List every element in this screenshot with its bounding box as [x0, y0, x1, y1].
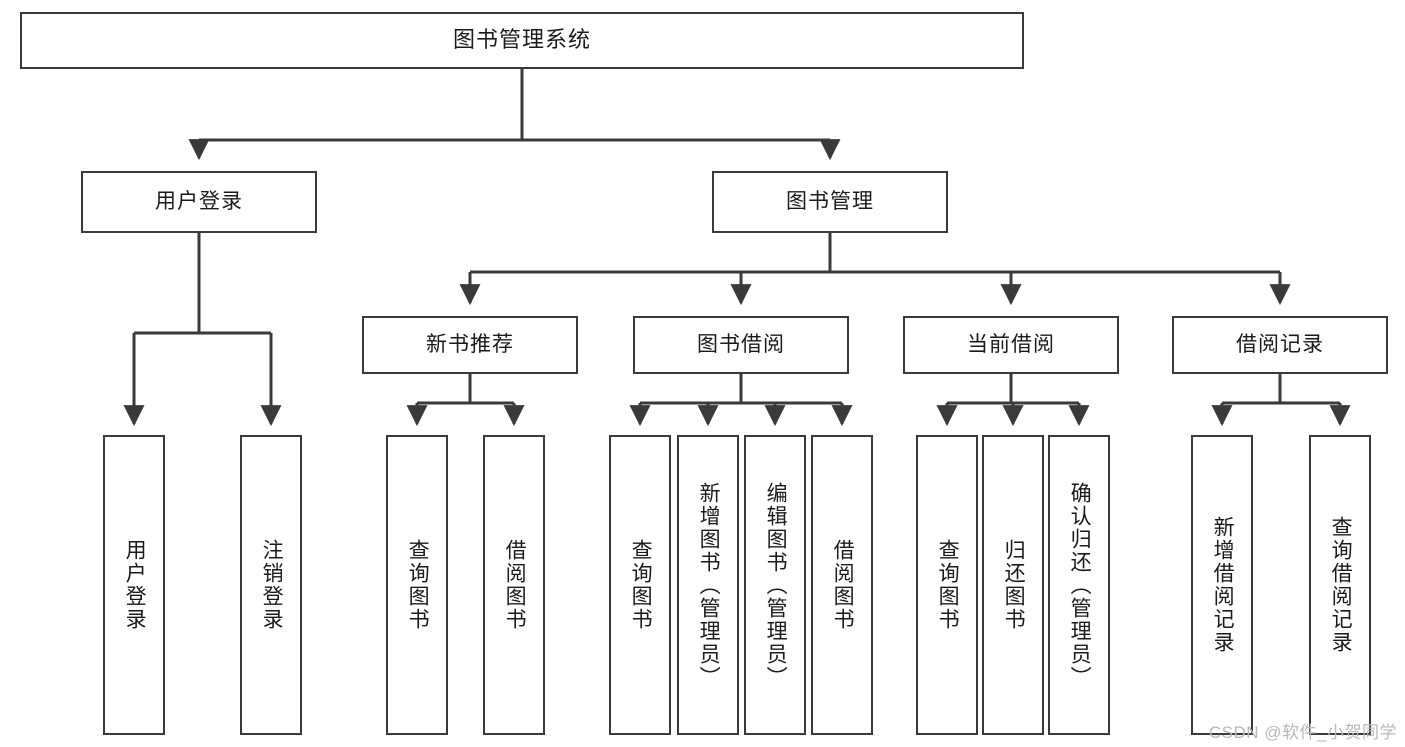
node-leaf-add-book[interactable]: 新增图书（管理员） [677, 435, 739, 735]
node-leaf-query-book-2[interactable]: 查询图书 [609, 435, 671, 735]
node-book-borrow-label: 图书借阅 [697, 333, 785, 357]
node-leaf-borrow-book-1-label: 借阅图书 [503, 539, 527, 631]
node-leaf-query-book-3[interactable]: 查询图书 [916, 435, 978, 735]
node-leaf-user-login-label: 用户登录 [123, 539, 147, 631]
node-borrow-record-label: 借阅记录 [1236, 333, 1324, 357]
watermark: CSDN @软件_小贺同学 [1208, 723, 1397, 742]
node-leaf-edit-book[interactable]: 编辑图书（管理员） [744, 435, 806, 735]
node-root-label: 图书管理系统 [452, 27, 591, 53]
node-leaf-query-book-3-label: 查询图书 [936, 539, 960, 631]
node-book-borrow[interactable]: 图书借阅 [633, 316, 849, 374]
node-leaf-query-book-1-label: 查询图书 [406, 539, 430, 631]
node-leaf-logout[interactable]: 注销登录 [240, 435, 302, 735]
node-leaf-return-book[interactable]: 归还图书 [982, 435, 1044, 735]
node-leaf-add-book-label: 新增图书（管理员） [697, 481, 721, 689]
node-leaf-query-book-1[interactable]: 查询图书 [386, 435, 448, 735]
node-root[interactable]: 图书管理系统 [20, 12, 1024, 69]
node-borrow-record[interactable]: 借阅记录 [1172, 316, 1388, 374]
node-current-borrow-label: 当前借阅 [967, 333, 1055, 357]
node-leaf-borrow-book-1[interactable]: 借阅图书 [483, 435, 545, 735]
node-leaf-add-record[interactable]: 新增借阅记录 [1191, 435, 1253, 735]
node-book-manage[interactable]: 图书管理 [712, 171, 948, 233]
node-current-borrow[interactable]: 当前借阅 [903, 316, 1119, 374]
node-book-manage-label: 图书管理 [786, 190, 874, 214]
node-leaf-query-record[interactable]: 查询借阅记录 [1309, 435, 1371, 735]
node-user-login[interactable]: 用户登录 [81, 171, 317, 233]
node-leaf-confirm-return-label: 确认归还（管理员） [1068, 481, 1092, 689]
node-leaf-confirm-return[interactable]: 确认归还（管理员） [1048, 435, 1110, 735]
node-leaf-borrow-book-2-label: 借阅图书 [831, 539, 855, 631]
node-leaf-add-record-label: 新增借阅记录 [1211, 516, 1235, 654]
node-leaf-user-login[interactable]: 用户登录 [103, 435, 165, 735]
node-leaf-edit-book-label: 编辑图书（管理员） [764, 481, 788, 689]
node-leaf-query-record-label: 查询借阅记录 [1329, 516, 1353, 654]
node-leaf-logout-label: 注销登录 [260, 539, 284, 631]
node-leaf-return-book-label: 归还图书 [1002, 539, 1026, 631]
node-leaf-borrow-book-2[interactable]: 借阅图书 [811, 435, 873, 735]
node-user-login-label: 用户登录 [155, 190, 243, 214]
node-new-book-recommend[interactable]: 新书推荐 [362, 316, 578, 374]
node-leaf-query-book-2-label: 查询图书 [629, 539, 653, 631]
node-new-book-recommend-label: 新书推荐 [426, 333, 514, 357]
